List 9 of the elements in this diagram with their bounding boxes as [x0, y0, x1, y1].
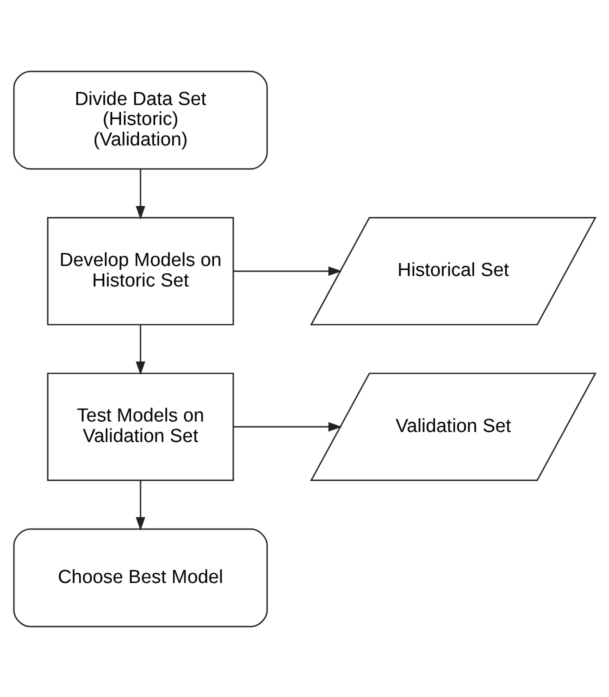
node-box: Choose Best Model — [13, 528, 268, 627]
node-box: Test Models on Validation Set — [47, 372, 234, 481]
node-box: Divide Data Set (Historic) (Validation) — [13, 70, 268, 170]
arrow — [136, 324, 146, 375]
arrow — [233, 266, 342, 276]
node-box: Develop Models on Historic Set — [47, 216, 234, 325]
arrow — [233, 422, 342, 432]
arrow — [136, 480, 146, 530]
arrow — [136, 168, 146, 220]
